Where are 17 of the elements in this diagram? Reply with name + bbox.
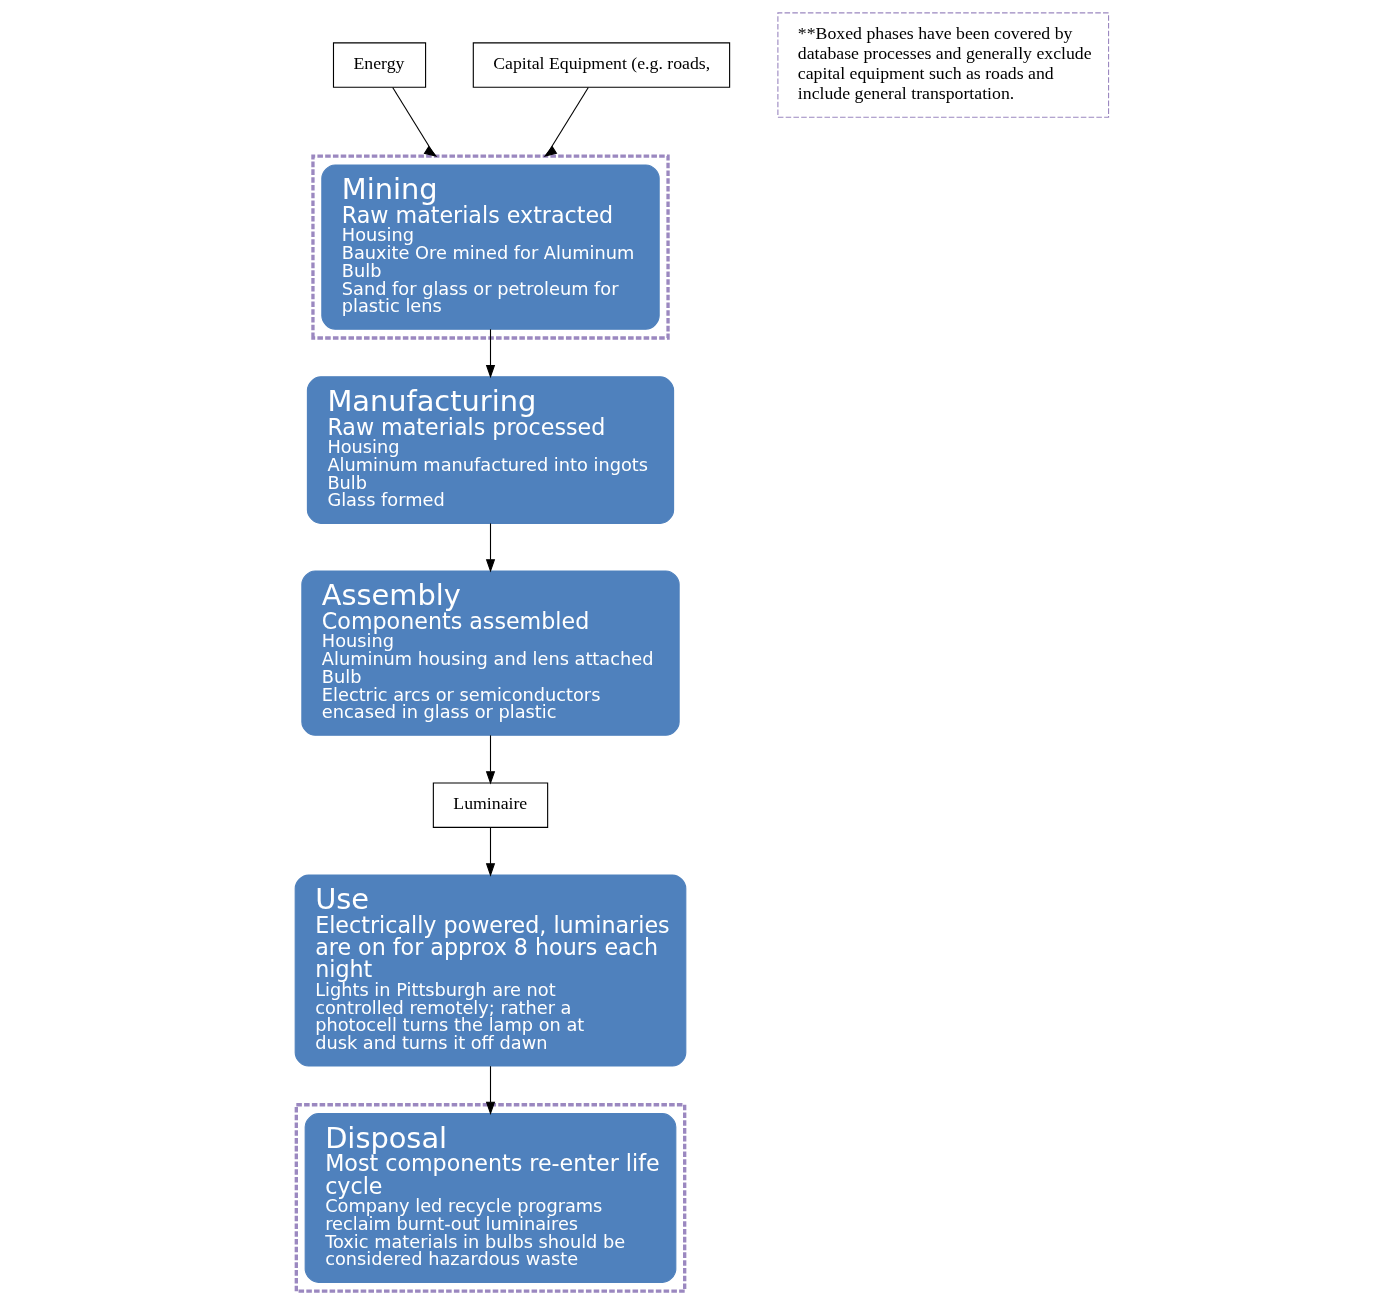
node-box: Capital Equipment (e.g. roads, <box>472 42 731 88</box>
node-box: Use Electrically powered, luminaries are on for approx 8 hours each night Lights in Pittsburgh are not controlled remotely; rather a photocell turns the lamp on at dusk and turns it off dawn <box>294 874 687 1067</box>
node-box: **Boxed phases have been covered by database processes and generally exclude capital equipment such as roads and include general transportation. <box>777 12 1110 118</box>
arrow <box>485 522 496 573</box>
node-box: Energy <box>332 42 427 88</box>
arrow <box>485 827 496 877</box>
node-box: Disposal Most components re-enter life cycle Company led recycle programs reclaim burnt-out luminaires Toxic materials in bulbs should be considered hazardous waste <box>304 1113 677 1283</box>
node-box: Mining Raw materials extracted Housing Bauxite Ore mined for Aluminum Bulb Sand for glass or petroleum for plastic lens <box>321 164 660 330</box>
arrow <box>392 86 438 157</box>
arrow <box>485 328 496 379</box>
cluster <box>311 154 670 340</box>
node-box: Manufacturing Raw materials processed Housing Aluminum manufactured into ingots Bulb Glass formed <box>306 376 675 524</box>
arrow <box>485 734 496 785</box>
node-box: Luminaire <box>432 782 549 828</box>
arrow <box>543 86 589 157</box>
arrow <box>485 1065 496 1115</box>
node-box: Assembly Components assembled Housing Aluminum housing and lens attached Bulb Electric arcs or semiconductors encased in glass or plastic <box>301 570 680 736</box>
